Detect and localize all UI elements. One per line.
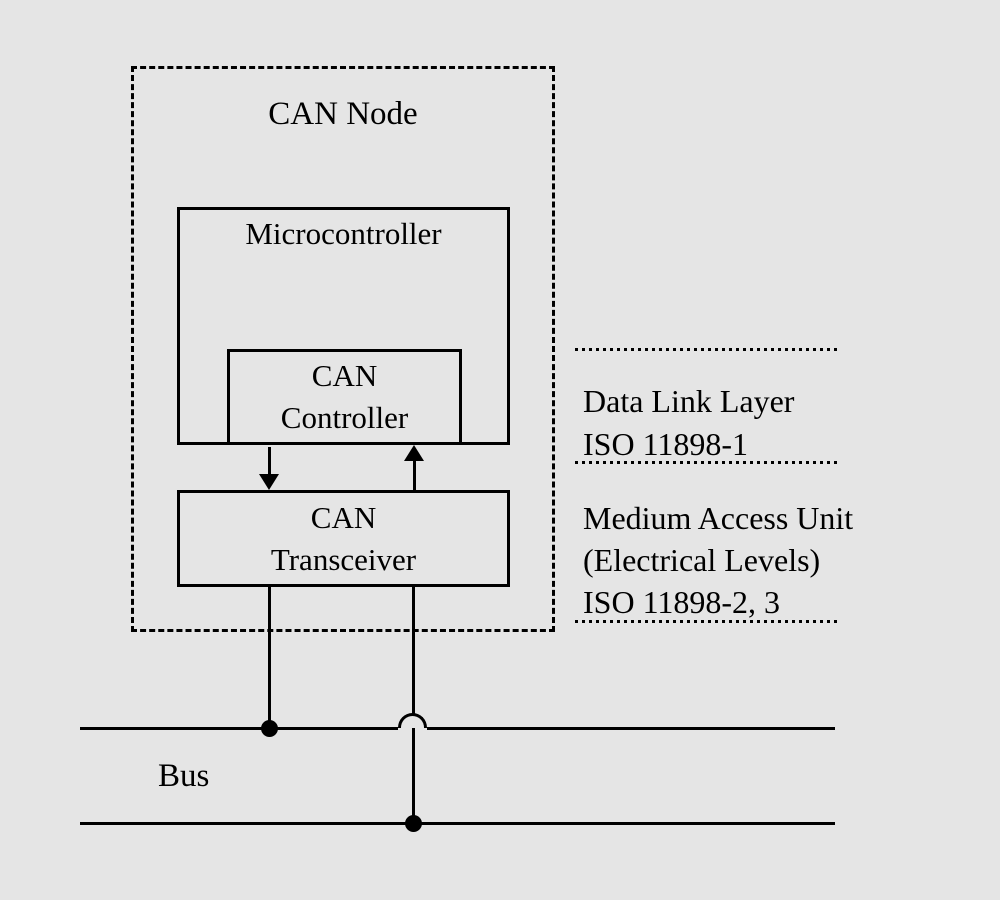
can-controller-box: CAN Controller: [227, 349, 462, 445]
can-controller-label-line1: CAN: [311, 358, 378, 394]
data-link-layer-label: Data Link Layer: [583, 383, 795, 419]
transceiver-to-bus-wire-right-lower: [412, 728, 415, 825]
transceiver-to-bus-wire-left: [268, 587, 271, 730]
transceiver-to-controller-arrowhead: [404, 445, 424, 461]
wire-hop-arc: [398, 713, 427, 728]
can-node-title: CAN Node: [268, 96, 418, 132]
microcontroller-label: Microcontroller: [245, 216, 442, 251]
layer-separator-top: [575, 348, 838, 351]
bus-line-upper-left-segment: [80, 727, 398, 730]
can-node-boundary: [131, 66, 555, 632]
iso-11898-2-3-label: ISO 11898-2, 3: [583, 584, 781, 620]
can-transceiver-label-line2: Transceiver: [270, 541, 417, 577]
medium-access-unit-label: Medium Access Unit: [583, 500, 854, 536]
iso-11898-1-label: ISO 11898-1: [583, 426, 749, 462]
can-controller-label-line2: Controller: [280, 400, 409, 435]
transceiver-to-bus-wire-right-upper: [412, 587, 415, 716]
bus-label: Bus: [158, 758, 210, 794]
layer-separator-middle: [575, 461, 838, 464]
bus-line-lower: [80, 822, 835, 825]
controller-to-transceiver-arrowhead: [259, 474, 279, 490]
bus-line-upper-right-segment: [427, 727, 835, 730]
transceiver-to-controller-arrow-shaft: [413, 459, 416, 490]
can-transceiver-box: CAN Transceiver: [177, 490, 510, 587]
can-transceiver-label-line1: CAN: [310, 499, 377, 535]
layer-separator-bottom: [575, 620, 838, 623]
controller-to-transceiver-arrow-shaft: [268, 447, 271, 477]
electrical-levels-label: (Electrical Levels): [583, 542, 821, 578]
